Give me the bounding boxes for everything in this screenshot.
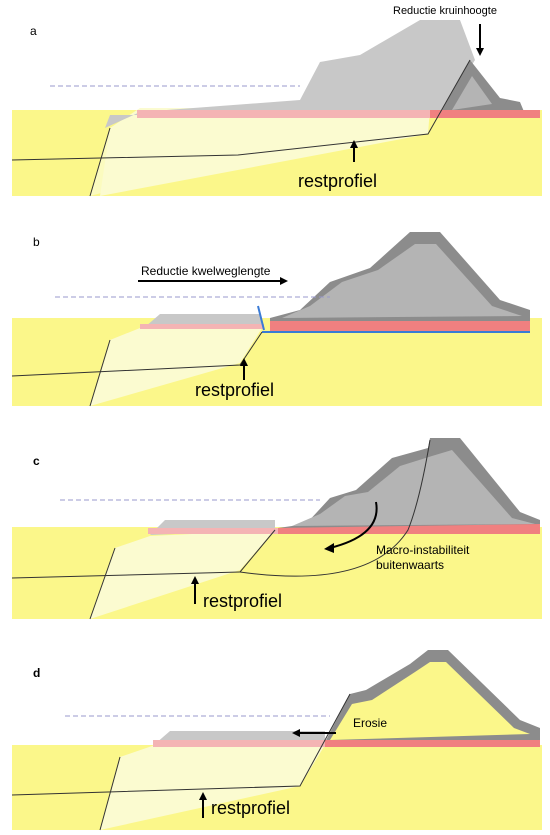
residual-label: restprofiel (211, 798, 290, 818)
panel-letter: c (33, 454, 40, 468)
slope-line (99, 756, 121, 831)
arrowhead (191, 576, 199, 584)
clay-layer (325, 740, 540, 747)
dike-core (282, 244, 522, 318)
slope-line (89, 547, 116, 620)
arrowhead (350, 140, 358, 148)
panel-d: d Erosie restprofiel (11, 650, 542, 831)
clay-layer (278, 524, 540, 534)
panel-letter: a (30, 24, 37, 38)
slip-circle (239, 439, 431, 577)
arrowhead (199, 792, 207, 800)
annotation-label: Erosie (353, 716, 387, 730)
clay-layer-light (148, 528, 278, 534)
arrowhead (324, 543, 334, 553)
annotation-label-line2: buitenwaarts (376, 558, 444, 572)
residual-label: restprofiel (298, 171, 377, 191)
arrowhead (240, 358, 248, 366)
panel-letter: d (33, 666, 40, 680)
lost-crest-material (105, 20, 475, 128)
annotation-arrow (329, 501, 378, 549)
residual-profile-line (11, 331, 263, 377)
clay-layer-light (137, 110, 430, 118)
arrowhead (280, 277, 288, 285)
dike-core (452, 76, 492, 110)
residual-profile-line (11, 693, 351, 796)
panel-b: b Reductie kwelweglengte restprofiel (11, 232, 542, 407)
arrowhead (292, 729, 300, 737)
residual-profile-area (100, 745, 325, 830)
annotation-label: Reductie kruinhoogte (393, 5, 497, 17)
seepage-entry-line (257, 305, 265, 331)
residual-profile-line (11, 571, 241, 579)
clay-layer (270, 321, 530, 331)
residual-label: restprofiel (195, 380, 274, 400)
clay-layer-light (153, 740, 325, 747)
arrowhead (476, 48, 484, 56)
clay-layer-light (140, 324, 264, 329)
dike-core (292, 450, 535, 526)
annotation-label: Reductie kwelweglengte (141, 264, 271, 278)
slope-line (89, 127, 111, 197)
slope-line (89, 339, 111, 407)
residual-label: restprofiel (203, 591, 282, 611)
residual-profile-line (11, 59, 471, 161)
annotation-label-line1: Macro-instabiliteit (376, 543, 470, 557)
panel-c: c Macro-instabiliteit buitenwaarts restp… (11, 438, 542, 620)
panel-letter: b (33, 235, 40, 249)
residual-slope-line (239, 529, 276, 573)
residual-profile-area (90, 530, 275, 619)
clay-layer (430, 110, 540, 118)
panel-a: a Reductie kruinhoogte restprofiel (11, 5, 542, 197)
residual-profile-area (90, 328, 262, 406)
dike-core-exposed (330, 662, 530, 740)
